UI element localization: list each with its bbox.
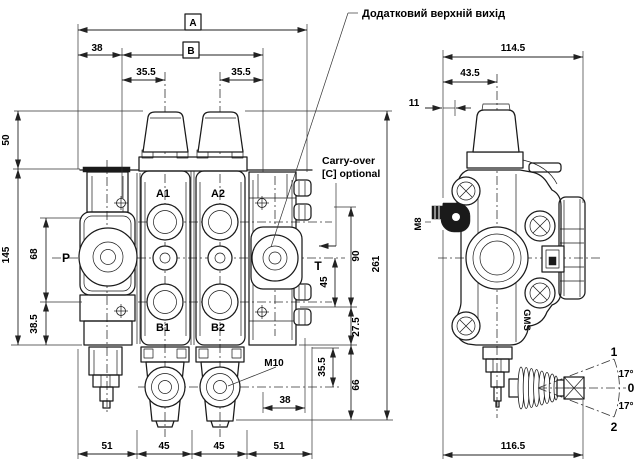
port-a1-label: A1 xyxy=(156,188,170,200)
port-b1-bore xyxy=(146,283,184,321)
tie-rod-m10-bore xyxy=(199,366,241,408)
dim-435: 43.5 xyxy=(460,68,480,79)
cross-drill-mark xyxy=(114,304,128,318)
side-cap xyxy=(466,103,524,169)
side-view: M8 GMS xyxy=(413,103,635,434)
dim-51-left: 51 xyxy=(101,441,113,452)
port-p-bore xyxy=(78,227,138,287)
port-b2-label: B2 xyxy=(211,322,225,334)
port-a2-label: A2 xyxy=(211,188,225,200)
cross-drill-mark xyxy=(114,196,128,210)
dim-355-right: 35.5 xyxy=(231,67,251,78)
port-b2-bore xyxy=(201,283,239,321)
dim-145: 145 xyxy=(1,246,12,263)
dim-51-right: 51 xyxy=(273,441,285,452)
spool-clamp xyxy=(541,245,565,273)
ref-a-box xyxy=(184,13,202,31)
dim-385: 38.5 xyxy=(29,314,40,334)
lever-pos-0-label: 0 xyxy=(628,381,635,395)
spool-caps xyxy=(138,111,248,172)
dim-261: 261 xyxy=(371,255,382,272)
port-p-label: P xyxy=(62,251,70,265)
end-plate-bolts xyxy=(293,179,312,326)
side-relief-stem xyxy=(482,346,513,408)
side-bolts xyxy=(451,176,556,341)
dim-45: 45 xyxy=(319,276,330,288)
cross-drill-mark xyxy=(255,196,269,210)
carry-over-bore xyxy=(251,234,299,282)
dim-38-top: 38 xyxy=(91,43,103,54)
port-a1-bore xyxy=(146,203,184,241)
end-section xyxy=(248,171,312,346)
dim-68: 68 xyxy=(29,248,40,260)
dims-side: 114.5 43.5 11 116.5 xyxy=(409,43,584,459)
m8-fitting xyxy=(425,202,471,233)
dim-45-right: 45 xyxy=(213,441,225,452)
ref-b-label: B xyxy=(187,46,194,57)
dims-front-right: 90 45 27.5 35.5 66 261 38 xyxy=(236,110,393,421)
dims-front-top: A 38 B 35.5 35.5 xyxy=(77,13,308,198)
dim-45-left: 45 xyxy=(158,441,170,452)
side-center-bore xyxy=(465,226,529,290)
ref-a-label: A xyxy=(189,18,196,29)
front-view: A1 B1 A2 B2 xyxy=(62,111,322,428)
lever-travel-fan: 1 17° 0 17° 2 xyxy=(537,345,635,434)
carry-over-label-line1: Carry-over xyxy=(322,155,375,167)
carry-over-label-line2: [C] optional xyxy=(322,168,380,180)
dim-50: 50 xyxy=(1,134,12,146)
thread-m10-label: M10 xyxy=(264,358,284,369)
thread-m8-label: M8 xyxy=(413,217,424,230)
callouts: Додатковий верхній вихід Carry-over [C] … xyxy=(227,8,505,387)
dims-front-bottom: 51 45 45 51 xyxy=(77,347,313,459)
dim-275: 27.5 xyxy=(351,317,362,337)
work-section-2: A2 B2 xyxy=(195,170,246,346)
dim-11: 11 xyxy=(409,98,420,109)
dim-1165: 116.5 xyxy=(501,441,526,452)
relief-valve xyxy=(88,346,123,409)
dim-38-tie: 38 xyxy=(279,395,291,406)
top-outlet-callout: Додатковий верхній вихід xyxy=(362,8,505,20)
lever-angle-up-label: 17° xyxy=(618,369,633,380)
ref-b-box xyxy=(182,41,200,59)
inlet-section xyxy=(78,166,141,409)
work-section-1: A1 B1 xyxy=(140,170,191,346)
port-t-label: T xyxy=(314,259,322,273)
dim-355-left: 35.5 xyxy=(136,67,156,78)
dim-355-tie: 35.5 xyxy=(317,357,328,377)
dim-66: 66 xyxy=(351,379,362,391)
dim-90: 90 xyxy=(351,250,362,262)
lever-angle-down-label: 17° xyxy=(618,401,633,412)
tie-rod-1 xyxy=(140,346,190,428)
lever-pos-2-label: 2 xyxy=(611,420,618,434)
port-a2-bore xyxy=(201,203,239,241)
dim-1145: 114.5 xyxy=(501,43,526,54)
port-b1-label: B1 xyxy=(156,322,170,334)
lever-pos-1-label: 1 xyxy=(611,345,618,359)
cross-drill-mark xyxy=(255,305,269,319)
tie-rod-2 xyxy=(195,346,245,428)
cast-mark-gms: GMS xyxy=(521,309,532,331)
dims-front-left: 50 145 68 38.5 xyxy=(1,110,143,346)
